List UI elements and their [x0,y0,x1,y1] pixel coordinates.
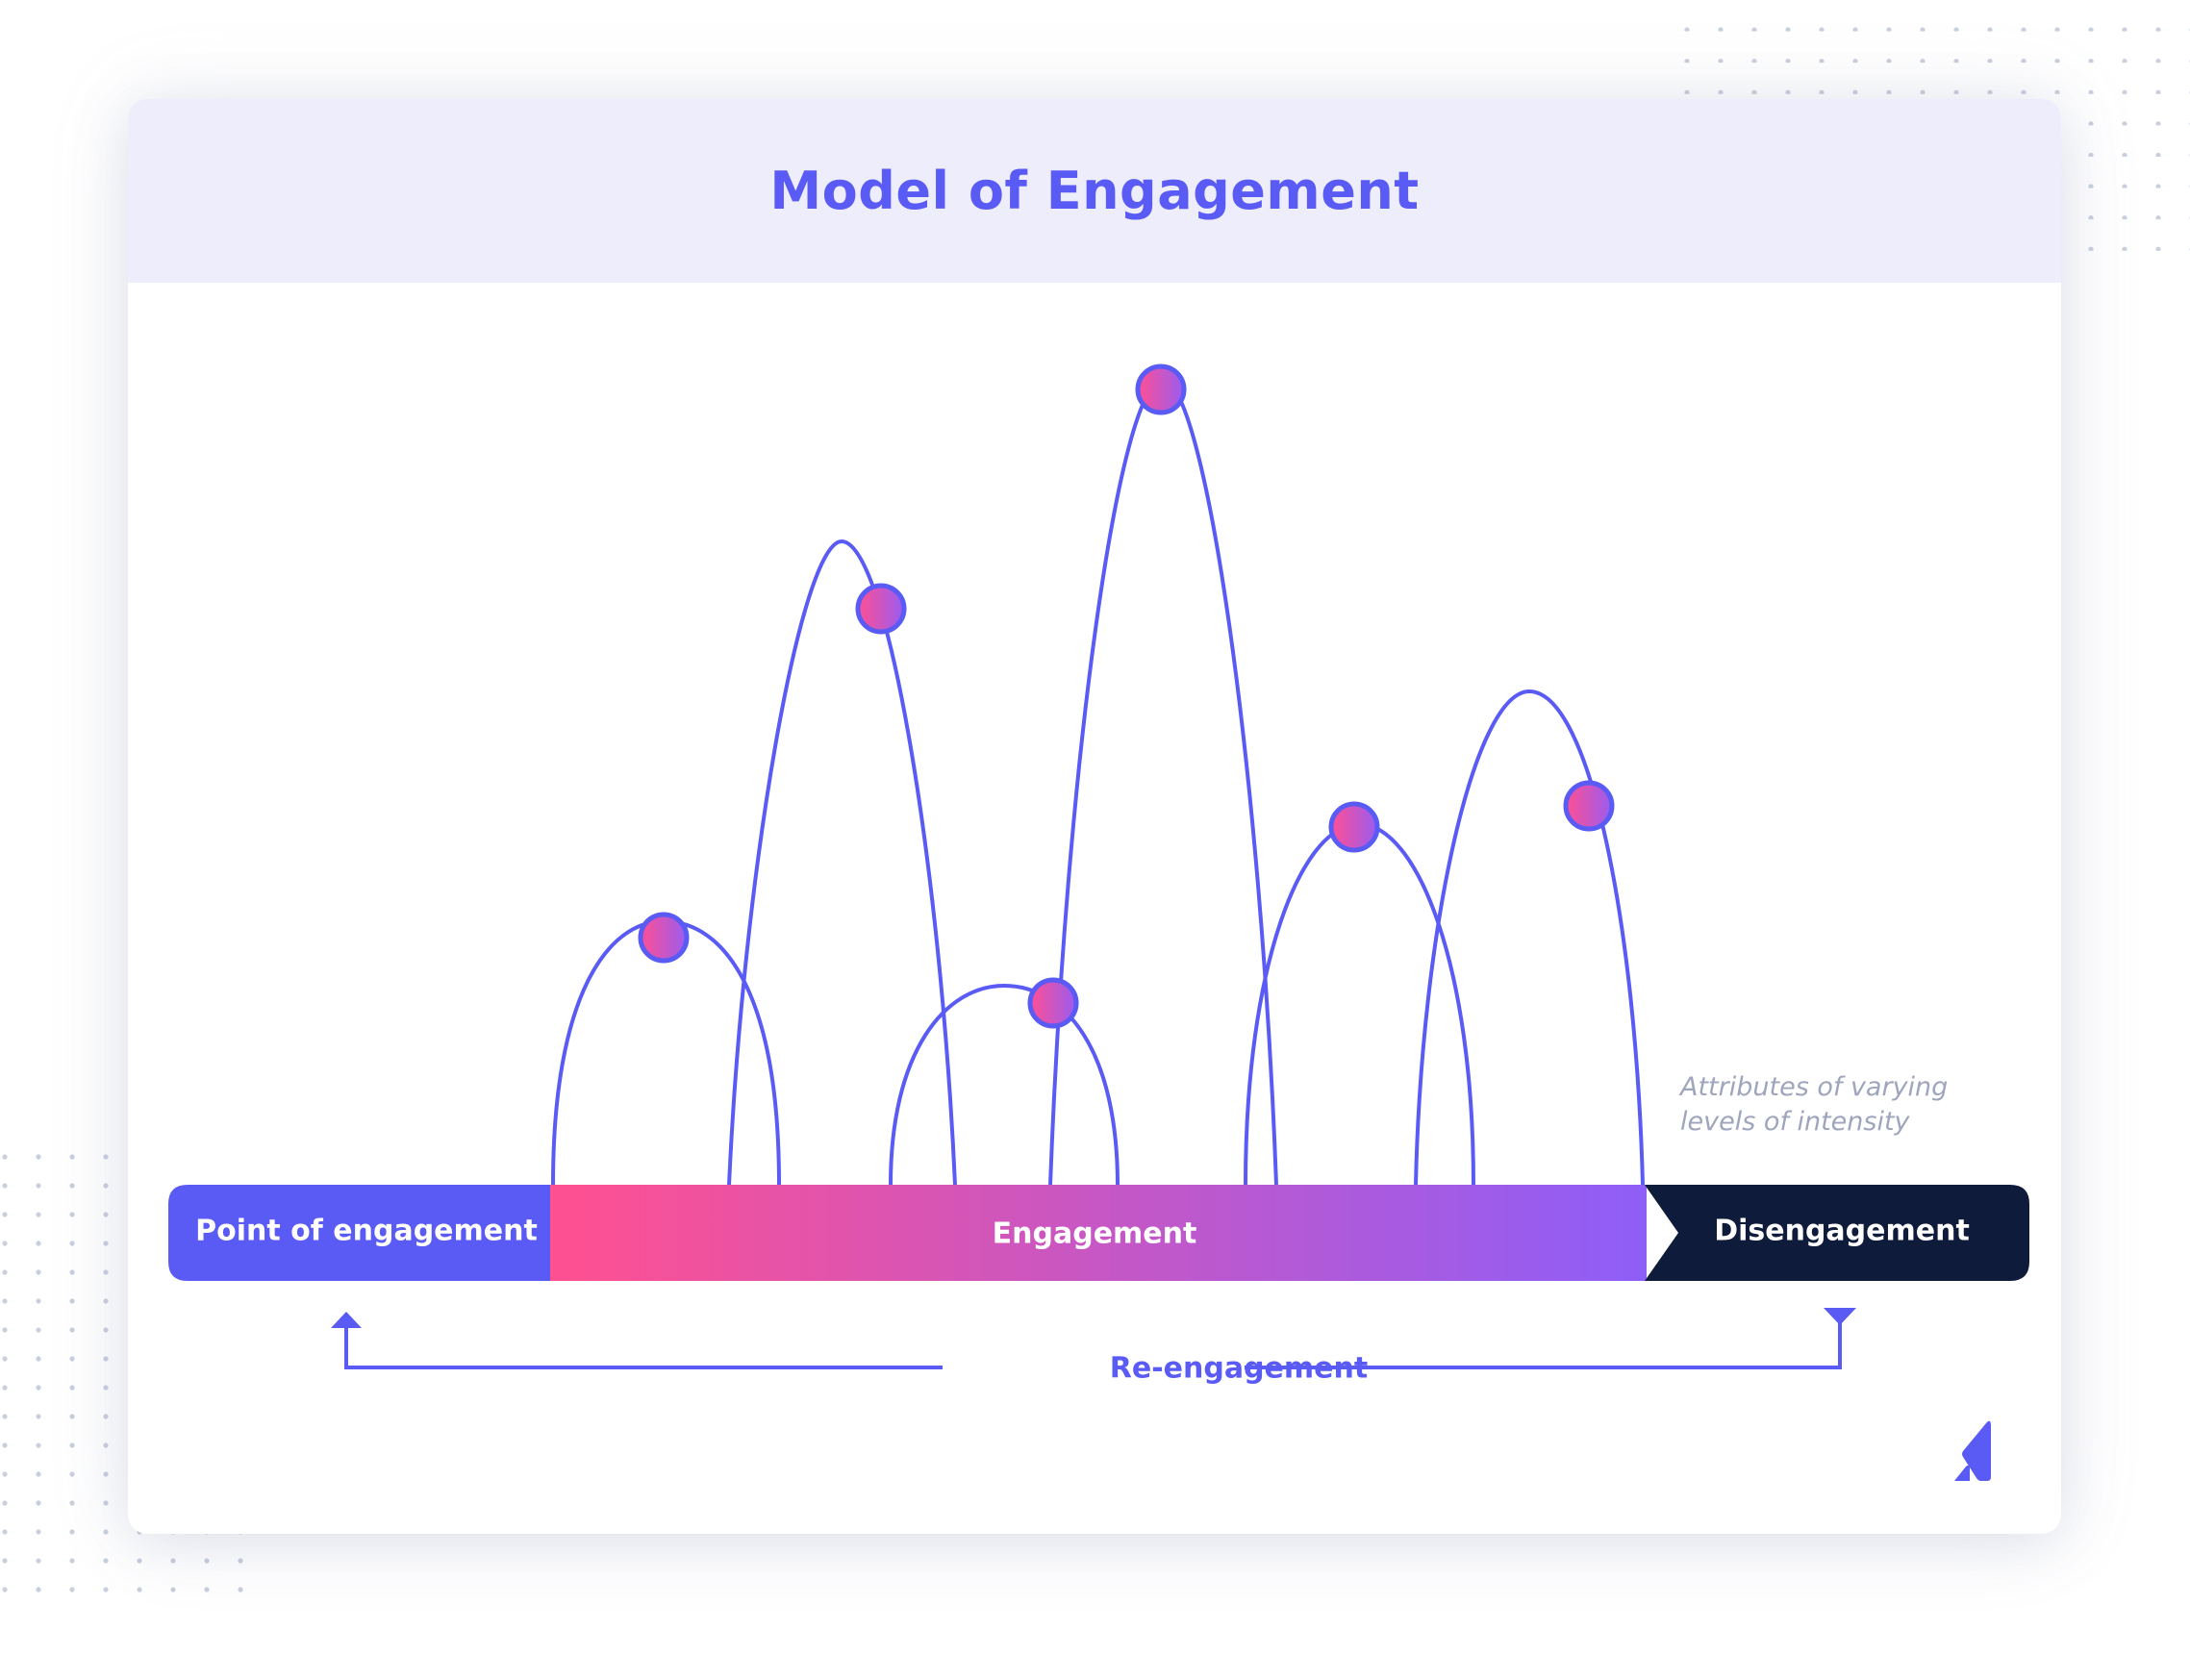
annotation-line-2: levels of intensity [1680,1107,1910,1137]
point-of-engagement-label: Point of engagement [195,1214,538,1248]
arrow-up-icon [331,1312,362,1328]
disengagement-segment [1645,1185,2029,1281]
intensity-annotation: Attributes of varying levels of intensit… [1680,1070,1988,1140]
intensity-arcs [551,377,1645,1186]
re-engagement-loop [344,1317,1842,1369]
engagement-label: Engagement [992,1216,1197,1251]
card-header: Model of Engagement [128,99,2061,283]
intensity-nodes [638,364,1615,1029]
intensity-node-icon [1563,780,1615,832]
point-of-engagement-segment [168,1185,550,1281]
dot-grid-top-right [1674,0,2190,263]
intensity-node-icon [1328,801,1380,853]
intensity-arc-5 [1244,821,1475,1186]
intensity-arc-4 [1048,377,1278,1186]
page-title: Model of Engagement [769,161,1420,221]
annotation-line-1: Attributes of varying [1680,1072,1949,1102]
intensity-node-icon [855,583,907,635]
intensity-arc-3 [889,983,1120,1186]
brand-logo-icon [1954,1420,1991,1481]
diagram-card: Model of Engagement [128,99,2061,1534]
engagement-segment [550,1185,1647,1281]
re-engagement-label: Re-engagement [1109,1351,1369,1386]
intensity-node-icon [638,912,690,964]
arrow-down-icon [1824,1308,1856,1325]
intensity-node-icon [1027,977,1079,1029]
engagement-diagram [168,364,2029,1481]
intensity-arc-6 [1414,689,1645,1186]
intensity-arc-2 [727,539,957,1186]
disengagement-label: Disengagement [1714,1214,1970,1248]
intensity-node-icon [1135,364,1187,415]
